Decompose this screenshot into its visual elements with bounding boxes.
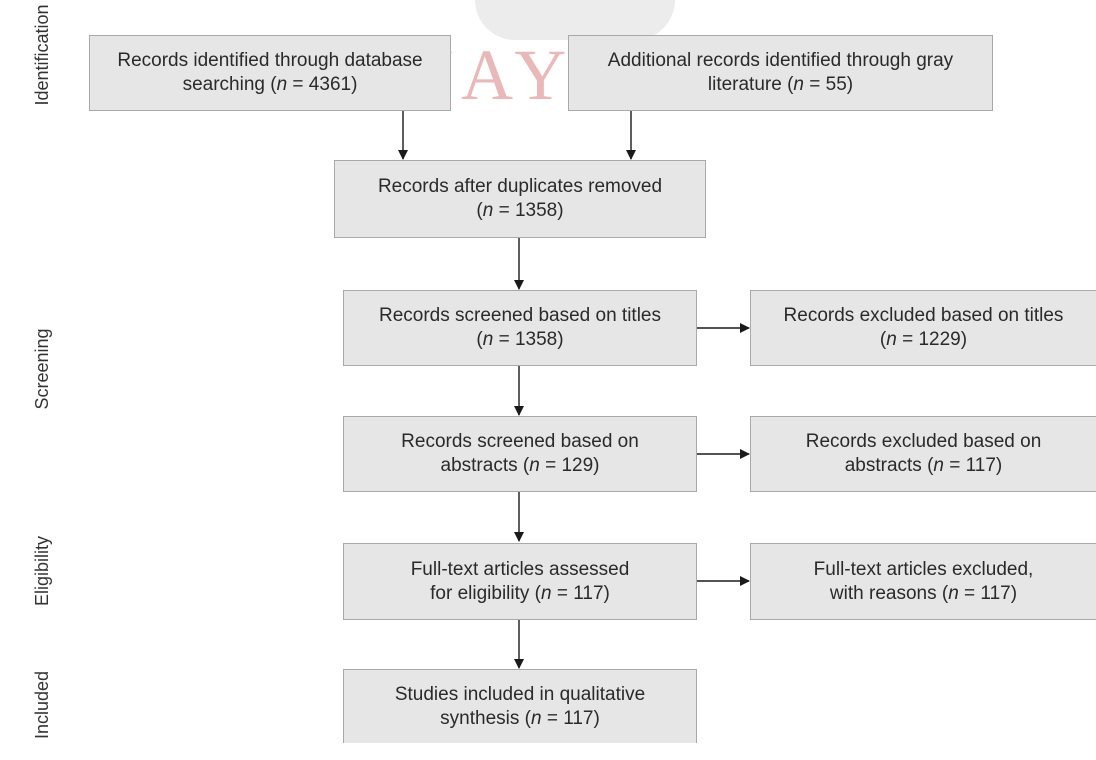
stage-eligibility: Eligibility [32, 535, 52, 607]
box-line-2-count: = 1358) [493, 329, 564, 350]
n-symbol: n [886, 329, 897, 350]
box-line-2-count: = 129) [539, 455, 600, 476]
box-line-1: Records after duplicates removed [377, 176, 663, 197]
box-line-2-count: = 117) [541, 707, 600, 729]
box-line-2-count: = 117) [551, 582, 610, 604]
box-line-1: Full-text articles excluded, [813, 558, 1034, 580]
n-symbol: n [541, 582, 552, 604]
box-records-identified-database: Records identified through database sear… [89, 35, 451, 111]
box-line-2-prefix: for eligibility ( [430, 582, 541, 604]
box-line-2-count: = 117) [958, 582, 1018, 604]
n-symbol: n [530, 707, 542, 729]
box-line-1: Additional records identified through gr… [607, 50, 954, 71]
stage-included: Included [32, 670, 52, 740]
box-line-2-count: = 55) [803, 74, 854, 95]
box-fulltext-excluded: Full-text articles excluded, with reason… [750, 543, 1096, 620]
box-line-2-prefix: synthesis ( [440, 707, 531, 729]
stage-identification: Identification [32, 4, 52, 106]
box-line-1: Studies included in qualitative [394, 683, 646, 705]
box-line-1: Records identified through database [117, 50, 423, 71]
box-line-2-count: = 117) [943, 455, 1003, 476]
box-line-2-count: = 1229) [896, 329, 968, 350]
box-records-screened-abstracts: Records screened based on abstracts (n =… [343, 416, 697, 492]
n-symbol: n [948, 582, 959, 604]
box-line-2-count: = 1358) [493, 200, 564, 221]
box-records-excluded-abstracts: Records excluded based on abstracts (n =… [750, 416, 1096, 492]
box-line-1: Records excluded based on [805, 431, 1042, 452]
stage-screening: Screening [32, 328, 52, 410]
flow-connectors [398, 111, 750, 669]
box-line-2-prefix: literature ( [707, 74, 794, 95]
box-records-excluded-titles: Records excluded based on titles (n = 12… [750, 290, 1096, 366]
box-line-1: Records screened based on [401, 431, 639, 452]
box-additional-records-gray-literature: Additional records identified through gr… [568, 35, 993, 111]
box-line-1: Full-text articles assessed [410, 558, 630, 580]
box-records-screened-titles: Records screened based on titles (n = 13… [343, 290, 697, 366]
n-symbol: n [933, 455, 944, 476]
box-line-2-prefix: abstracts ( [844, 455, 934, 476]
box-line-2-prefix: ( [476, 329, 483, 350]
box-line-1: Records excluded based on titles [783, 305, 1064, 326]
box-line-2-prefix: with reasons ( [829, 582, 949, 604]
n-symbol: n [482, 200, 494, 221]
box-line-2-prefix: ( [879, 329, 887, 350]
box-line-2-count: = 4361) [287, 74, 358, 95]
box-studies-included: Studies included in qualitative synthesi… [343, 669, 697, 743]
n-symbol: n [793, 74, 804, 95]
box-records-after-duplicates-removed: Records after duplicates removed (n = 13… [334, 160, 706, 238]
box-line-2-prefix: abstracts ( [440, 455, 530, 476]
n-symbol: n [529, 455, 540, 476]
box-line-2-prefix: ( [476, 200, 483, 221]
box-line-2-prefix: searching ( [182, 74, 277, 95]
n-symbol: n [276, 74, 288, 95]
n-symbol: n [482, 329, 494, 350]
box-line-1: Records screened based on titles [379, 305, 661, 326]
box-fulltext-assessed: Full-text articles assessed for eligibil… [343, 543, 697, 620]
